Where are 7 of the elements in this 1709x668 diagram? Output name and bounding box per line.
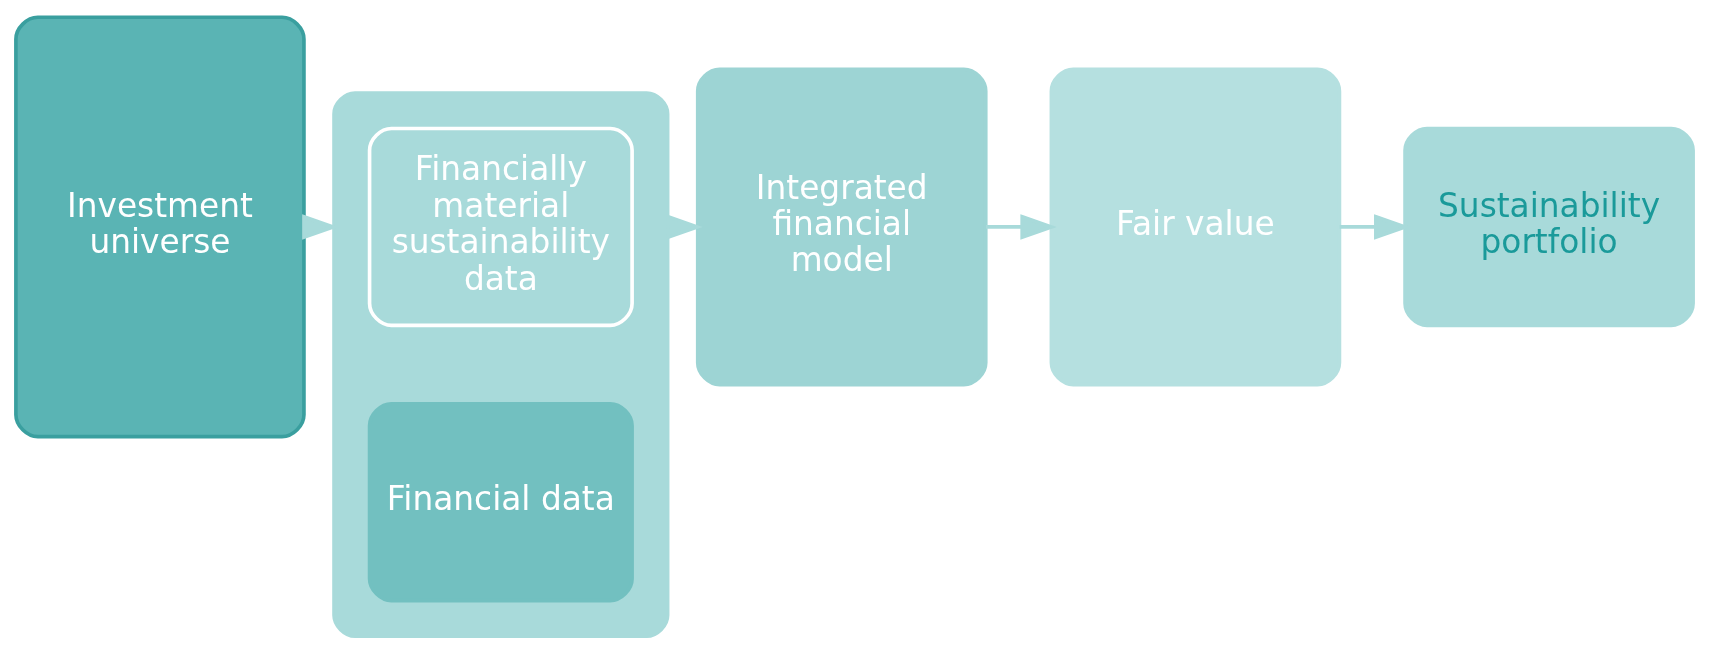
arrow: [985, 213, 1057, 240]
node-box: Financial data: [367, 401, 634, 602]
cluster: [332, 90, 670, 638]
node-box: Sustainability portfolio: [1403, 126, 1695, 327]
node-box: Integrated financial model: [695, 66, 988, 386]
node-box: Financially material sustainability data: [367, 126, 634, 327]
node-box: Fair value: [1049, 66, 1342, 386]
